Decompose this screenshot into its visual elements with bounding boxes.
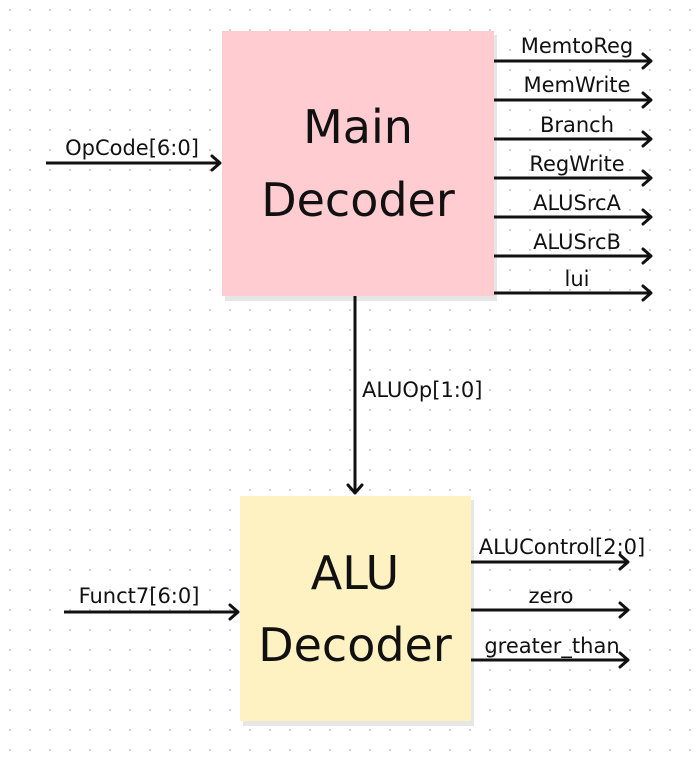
main-decoder-title-line2: Decoder: [261, 173, 455, 227]
alu-decoder-title-line2: Decoder: [258, 618, 452, 672]
output-signal-alucontrol: ALUControl[2:0]: [471, 535, 645, 571]
funct7-input-signal: Funct7[6:0]: [64, 584, 240, 621]
alucontrol-label: ALUControl[2:0]: [479, 535, 645, 559]
main-decoder-title-line1: Main: [303, 100, 413, 154]
branch-arrowhead: [641, 130, 653, 148]
output-signal-alusrcb: ALUSrcB: [494, 230, 653, 265]
alusrcb-arrowhead: [641, 247, 653, 265]
output-signal-memtoreg: MemtoReg: [494, 34, 653, 70]
memwrite-label: MemWrite: [524, 73, 631, 97]
output-signal-lui: lui: [494, 267, 653, 302]
alu-decoder-block: ALU Decoder: [240, 496, 474, 726]
opcode-input-signal: OpCode[6:0]: [46, 136, 222, 172]
memtoreg-label: MemtoReg: [521, 34, 633, 58]
alu-decoder-box: [240, 496, 471, 721]
greater-than-arrowhead: [618, 651, 630, 669]
output-signal-branch: Branch: [494, 113, 653, 148]
alucontrol-arrowhead: [618, 553, 630, 571]
funct7-arrowhead: [228, 603, 240, 621]
memwrite-arrowhead: [641, 91, 653, 109]
aluop-label: ALUOp[1:0]: [362, 378, 482, 402]
lui-arrowhead: [641, 284, 653, 302]
memtoreg-arrowhead: [641, 52, 653, 70]
output-signal-alusrca: ALUSrcA: [494, 191, 653, 226]
alusrca-arrowhead: [641, 208, 653, 226]
output-signal-greater-than: greater_than: [471, 634, 630, 669]
aluop-link-signal: ALUOp[1:0]: [346, 296, 482, 495]
lui-label: lui: [565, 267, 590, 291]
regwrite-arrowhead: [641, 169, 653, 187]
main-decoder-box: [222, 31, 494, 296]
branch-label: Branch: [540, 113, 614, 137]
regwrite-label: RegWrite: [529, 152, 624, 176]
opcode-label: OpCode[6:0]: [65, 136, 199, 160]
alusrca-label: ALUSrcA: [533, 191, 621, 215]
zero-arrowhead: [618, 601, 630, 619]
aluop-arrowhead: [346, 483, 364, 495]
output-signal-memwrite: MemWrite: [494, 73, 653, 109]
alu-decoder-title-line1: ALU: [311, 546, 399, 600]
greater-than-label: greater_than: [484, 634, 619, 659]
output-signal-zero: zero: [471, 584, 630, 619]
main-decoder-outputs: MemtoReg MemWrite Branch RegWrite ALUSrc…: [494, 34, 653, 302]
zero-label: zero: [529, 584, 574, 608]
opcode-arrowhead: [210, 154, 222, 172]
alusrcb-label: ALUSrcB: [533, 230, 621, 254]
main-decoder-block: Main Decoder: [222, 31, 497, 301]
funct7-label: Funct7[6:0]: [79, 584, 200, 608]
output-signal-regwrite: RegWrite: [494, 152, 653, 187]
alu-decoder-outputs: ALUControl[2:0] zero greater_than: [471, 535, 645, 669]
